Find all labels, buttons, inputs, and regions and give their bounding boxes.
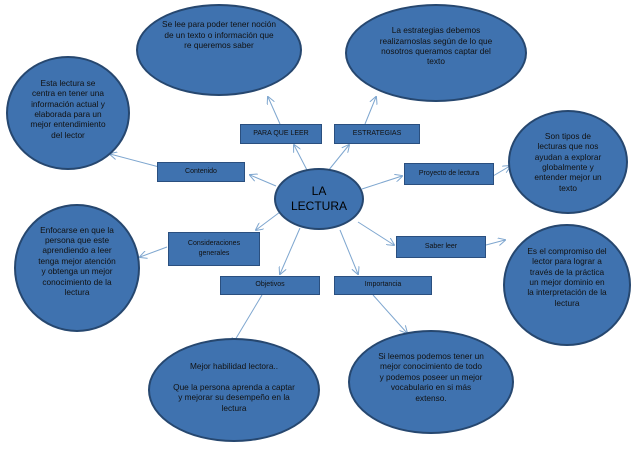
arrow-to-estrategias (327, 145, 349, 172)
arrow-to-importancia (339, 229, 358, 274)
arrow-to-note-estrategias (364, 97, 376, 125)
arrow-to-para-que-leer (294, 145, 309, 173)
label-importancia-text: Importancia (364, 281, 402, 289)
label-objetivos-text: Objetivos (255, 281, 285, 289)
label-saber-leer-text: Saber leer (424, 242, 458, 250)
arrow-to-note-saber-leer (485, 240, 505, 245)
arrow-to-objetivos (280, 227, 301, 274)
note-consideraciones: Enfocarse en que la persona que este apr… (14, 204, 140, 332)
label-saber-leer: Saber leer (396, 236, 486, 258)
label-consideraciones: Consideraciones generales (168, 232, 260, 266)
label-proyecto-text: Proyecto de lectura (418, 169, 480, 177)
arrow-to-note-contenido (110, 154, 164, 169)
label-contenido-text: Contenido (185, 167, 217, 175)
note-proyecto: Son tipos de lecturas que nos ayudan a e… (508, 110, 628, 214)
note-saber-leer: Es el compromiso del lector para lograr … (503, 224, 631, 346)
center-topic: LA LECTURA (274, 168, 364, 230)
note-proyecto-text: Son tipos de lecturas que nos ayudan a e… (534, 130, 602, 193)
note-para-que-leer-text: Se lee para poder tener noción de un tex… (162, 19, 276, 51)
arrow-to-note-proyecto (492, 166, 510, 177)
note-contenido: Esta lectura se centra en tener una info… (6, 56, 130, 170)
label-consideraciones-text: Consideraciones generales (187, 239, 241, 258)
label-estrategias: ESTRATEGIAS (334, 124, 420, 144)
note-para-que-leer: Se lee para poder tener noción de un tex… (136, 4, 302, 96)
note-consideraciones-text: Enfocarse en que la persona que este apr… (38, 224, 116, 297)
arrow-to-note-para-que-leer (268, 97, 281, 125)
arrow-to-note-consideraciones (140, 246, 168, 257)
label-proyecto: Proyecto de lectura (404, 163, 494, 185)
label-para-que-leer-text: PARA QUE LEER (253, 129, 309, 137)
label-objetivos: Objetivos (220, 276, 320, 295)
center-topic-text: LA LECTURA (290, 184, 347, 213)
arrow-to-note-importancia (372, 294, 407, 333)
arrow-to-consideraciones (256, 211, 281, 230)
note-contenido-text: Esta lectura se centra en tener una info… (30, 77, 106, 140)
arrow-to-saber-leer (357, 221, 394, 245)
note-saber-leer-text: Es el compromiso del lector para lograr … (527, 245, 607, 308)
label-importancia: Importancia (334, 276, 432, 295)
note-estrategias: La estrategias debemos realizarnoslas se… (345, 4, 527, 102)
label-para-que-leer: PARA QUE LEER (240, 124, 322, 144)
arrow-to-contenido (250, 175, 277, 187)
label-estrategias-text: ESTRATEGIAS (352, 129, 402, 137)
arrow-to-note-objetivos (232, 294, 263, 345)
arrow-to-proyecto (361, 176, 402, 190)
note-objetivos: Mejor habilidad lectora.. Que la persona… (148, 338, 320, 442)
note-importancia: Si leemos podemos tener un mejor conocim… (348, 330, 514, 434)
note-importancia-text: Si leemos podemos tener un mejor conocim… (378, 351, 484, 403)
note-objetivos-text: Mejor habilidad lectora.. Que la persona… (173, 361, 295, 413)
note-estrategias-text: La estrategias debemos realizarnoslas se… (379, 25, 493, 67)
label-contenido: Contenido (157, 162, 245, 182)
